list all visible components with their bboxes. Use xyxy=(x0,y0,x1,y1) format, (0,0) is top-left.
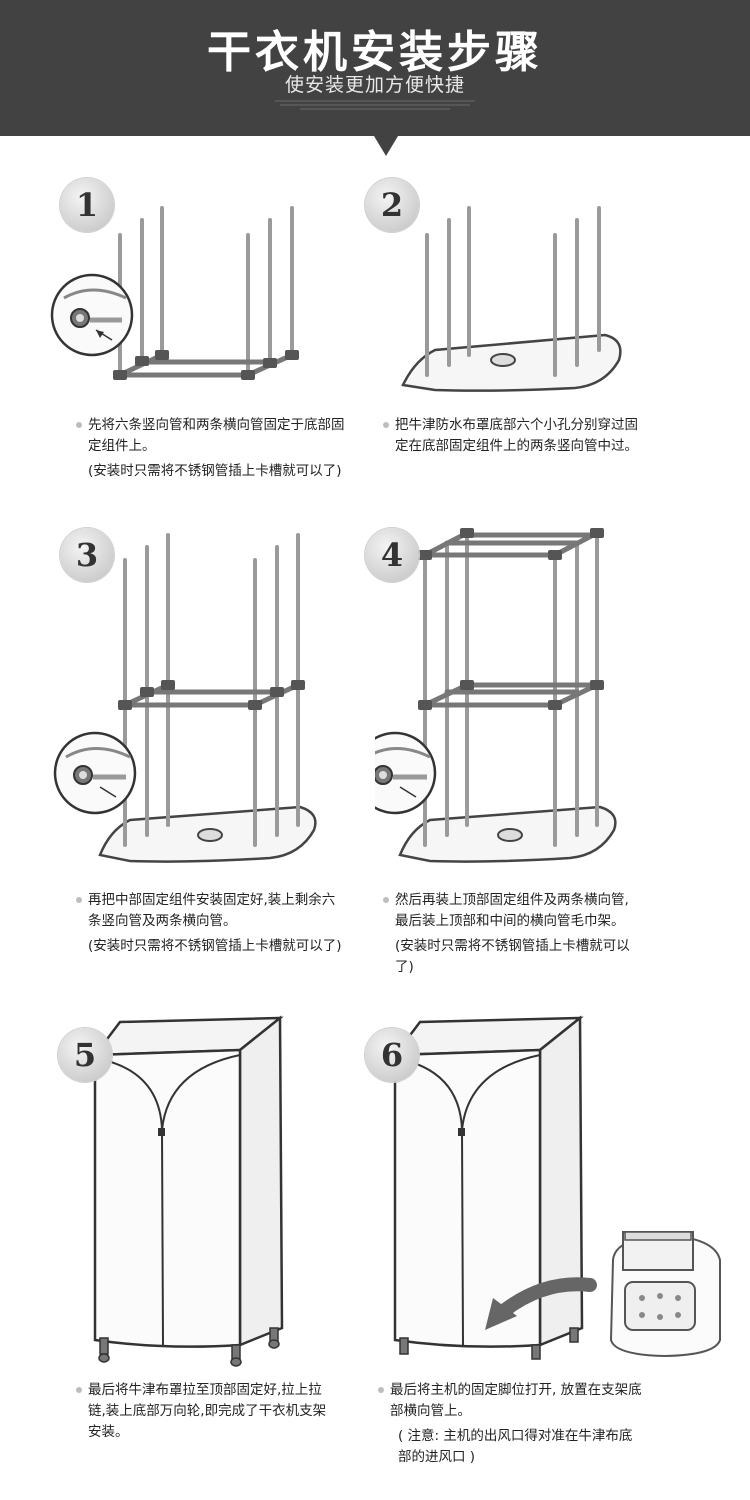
page-title: 干衣机安装步骤 xyxy=(207,27,543,78)
step-2-badge: 2 xyxy=(365,178,419,232)
step-4-illustration xyxy=(375,528,617,863)
page-subtitle: 使安装更加方便快捷 xyxy=(284,74,465,96)
step-4-badge: 4 xyxy=(365,528,419,582)
step-3-caption: 再把中部固定组件安装固定好,装上剩余六条竖向管及两条横向管。 (安装时只需将不锈… xyxy=(76,890,348,957)
step-4-detail-magnifier xyxy=(375,731,437,815)
step-6-note: ( 注意: 主机的出风口得对准在牛津布底部的进风口 ) xyxy=(398,1428,633,1465)
step-1-detail-magnifier xyxy=(50,273,134,357)
bullet-icon xyxy=(76,897,82,903)
step-4: 4 然后再装上顶部固定组件及两条横向管, 最后装上顶部和中间的横向管毛巾架。 (… xyxy=(365,525,750,995)
step-1-note: (安装时只需将不锈钢管插上卡槽就可以了) xyxy=(88,463,342,479)
step-5-illustration xyxy=(92,1015,284,1367)
bullet-icon xyxy=(383,897,389,903)
step-4-text: 然后再装上顶部固定组件及两条横向管, 最后装上顶部和中间的横向管毛巾架。 xyxy=(395,892,629,929)
step-2-text: 把牛津防水布罩底部六个小孔分别穿过固定在底部固定组件上的两条竖向管中过。 xyxy=(395,417,638,454)
step-6-text: 最后将主机的固定脚位打开, 放置在支架底部横向管上。 xyxy=(390,1382,642,1419)
step-1: 1 先将六条竖向管和两条横向管固定于底部固定组件上。 (安装时只需将不锈钢管插上… xyxy=(0,170,375,500)
step-1-illustration xyxy=(50,206,299,380)
step-4-caption: 然后再装上顶部固定组件及两条横向管, 最后装上顶部和中间的横向管毛巾架。 (安装… xyxy=(383,890,635,978)
step-6-caption: 最后将主机的固定脚位打开, 放置在支架底部横向管上。 ( 注意: 主机的出风口得… xyxy=(378,1380,645,1468)
curved-arrow-icon xyxy=(485,1277,597,1330)
step-4-note: (安装时只需将不锈钢管插上卡槽就可以了) xyxy=(395,938,630,975)
step-6-badge: 6 xyxy=(365,1028,419,1082)
header-fine-print-decoration xyxy=(275,100,475,110)
bullet-icon xyxy=(76,1387,82,1393)
header-banner: 干衣机安装步骤 使安装更加方便快捷 xyxy=(0,0,750,136)
step-3-illustration xyxy=(53,533,317,863)
step-3-badge: 3 xyxy=(60,528,114,582)
header-pointer xyxy=(374,136,398,156)
step-5: 5 最后将牛津布罩拉至顶部固定好,拉上拉链,装上底部万向轮,即完成了干衣机支架安… xyxy=(0,1010,375,1500)
step-2-caption: 把牛津防水布罩底部六个小孔分别穿过固定在底部固定组件上的两条竖向管中过。 xyxy=(383,415,650,457)
step-6: 6 最后将主机的固定脚位打开, 放置在支架底部横向管上。 ( 注意: 主机的出风… xyxy=(365,1010,750,1500)
step-6-illustration xyxy=(392,1015,721,1360)
step-2-illustration xyxy=(401,206,622,392)
step-1-caption: 先将六条竖向管和两条横向管固定于底部固定组件上。 (安装时只需将不锈钢管插上卡槽… xyxy=(76,415,348,482)
step-2: 2 把牛津防水布罩底部六个小孔分别穿过固定在底部固定组件上的两条竖向管中过。 xyxy=(365,170,750,500)
step-5-caption: 最后将牛津布罩拉至顶部固定好,拉上拉链,装上底部万向轮,即完成了干衣机支架安装。 xyxy=(76,1380,333,1443)
step-3-note: (安装时只需将不锈钢管插上卡槽就可以了) xyxy=(88,938,342,954)
step-5-badge: 5 xyxy=(58,1028,112,1082)
step-1-badge: 1 xyxy=(60,178,114,232)
bullet-icon xyxy=(76,422,82,428)
step-1-text: 先将六条竖向管和两条横向管固定于底部固定组件上。 xyxy=(88,417,345,454)
step-5-text: 最后将牛津布罩拉至顶部固定好,拉上拉链,装上底部万向轮,即完成了干衣机支架安装。 xyxy=(88,1382,327,1440)
dryer-heater-unit-icon xyxy=(609,1231,721,1358)
bullet-icon xyxy=(378,1387,384,1393)
bullet-icon xyxy=(383,422,389,428)
step-3: 3 再把中部固定组件安装固定好,装上剩余六条竖向管及两条横向管。 (安装时只需将… xyxy=(0,525,375,995)
step-3-text: 再把中部固定组件安装固定好,装上剩余六条竖向管及两条横向管。 xyxy=(88,892,336,929)
step-3-detail-magnifier xyxy=(53,731,137,815)
